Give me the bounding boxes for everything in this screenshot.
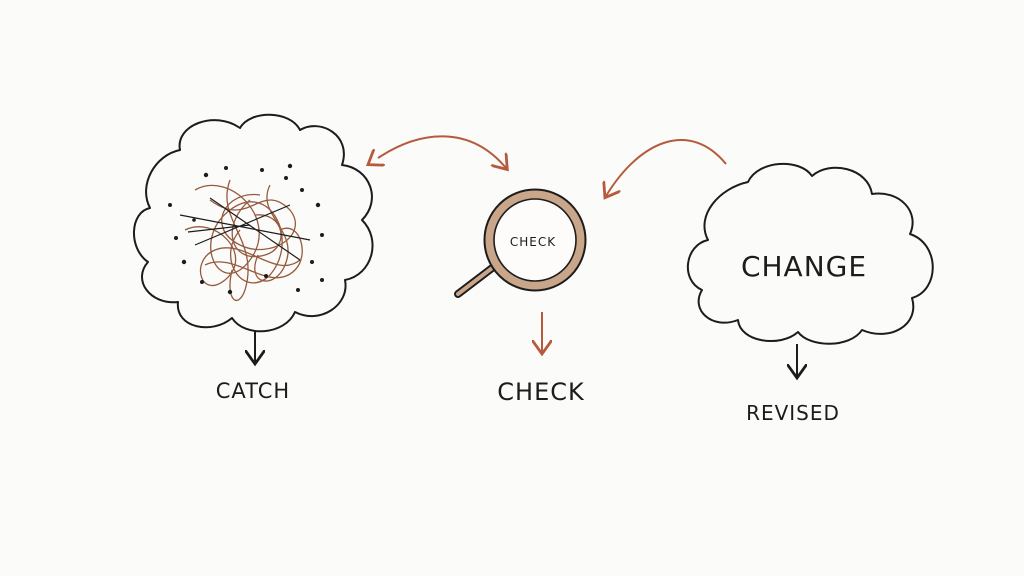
step-label-revised: REVISED — [746, 401, 840, 425]
change-cloud: CHANGE — [686, 163, 934, 345]
change-to-check-arrow — [606, 139, 727, 196]
magnifier-label: CHECK — [510, 235, 556, 249]
step-label-catch: CATCH — [216, 379, 290, 403]
tangle-lines — [179, 197, 311, 261]
catch-cloud-outline — [133, 113, 374, 333]
tangle-scribble — [184, 179, 303, 302]
change-cloud-outline — [686, 163, 934, 345]
scatter-dots — [168, 163, 324, 295]
step-label-check: CHECK — [497, 378, 585, 406]
magnifier-lens-ring — [484, 189, 586, 291]
change-cloud-label: CHANGE — [741, 250, 867, 283]
catch-cloud — [133, 113, 374, 333]
feedback-double-arrow — [378, 135, 506, 168]
magnifier-icon: CHECK — [454, 188, 587, 298]
